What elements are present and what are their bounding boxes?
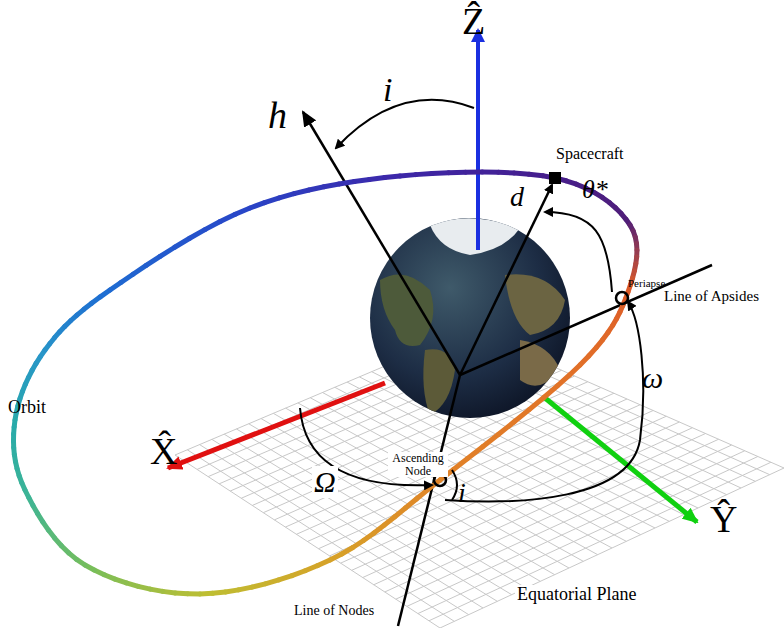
angle-label: θ* [582, 176, 608, 203]
x-axis [168, 383, 385, 468]
orbit-path [13, 172, 636, 594]
spacecraft-marker [549, 172, 561, 184]
angle-label: Ω [312, 466, 338, 498]
y-axis [545, 398, 697, 522]
spacecraft-label: Spacecraft [556, 146, 624, 163]
periapse-label: Periapse [628, 278, 665, 290]
angle-label: i [458, 478, 466, 507]
node-label: Ascending Node [388, 452, 448, 477]
angle-label: ω [642, 362, 663, 394]
angle-arcs [300, 100, 643, 502]
orbit-label: Orbit [8, 398, 46, 417]
apsides-label: Line of Apsides [664, 289, 759, 305]
periapse-marker [616, 292, 628, 304]
earth [370, 218, 570, 418]
orbit-lines [303, 112, 712, 626]
axis-label: Ŷ [710, 500, 737, 540]
distance-label: d [510, 182, 524, 211]
axis-label: Ẑ [462, 2, 485, 42]
axis-label: X̂ [150, 432, 177, 472]
angle-label: i [383, 72, 392, 108]
nodes-line-label: Line of Nodes [292, 604, 376, 619]
z-axis [476, 30, 480, 250]
plane-label: Equatorial Plane [515, 585, 638, 604]
vector-label: h [268, 96, 287, 136]
